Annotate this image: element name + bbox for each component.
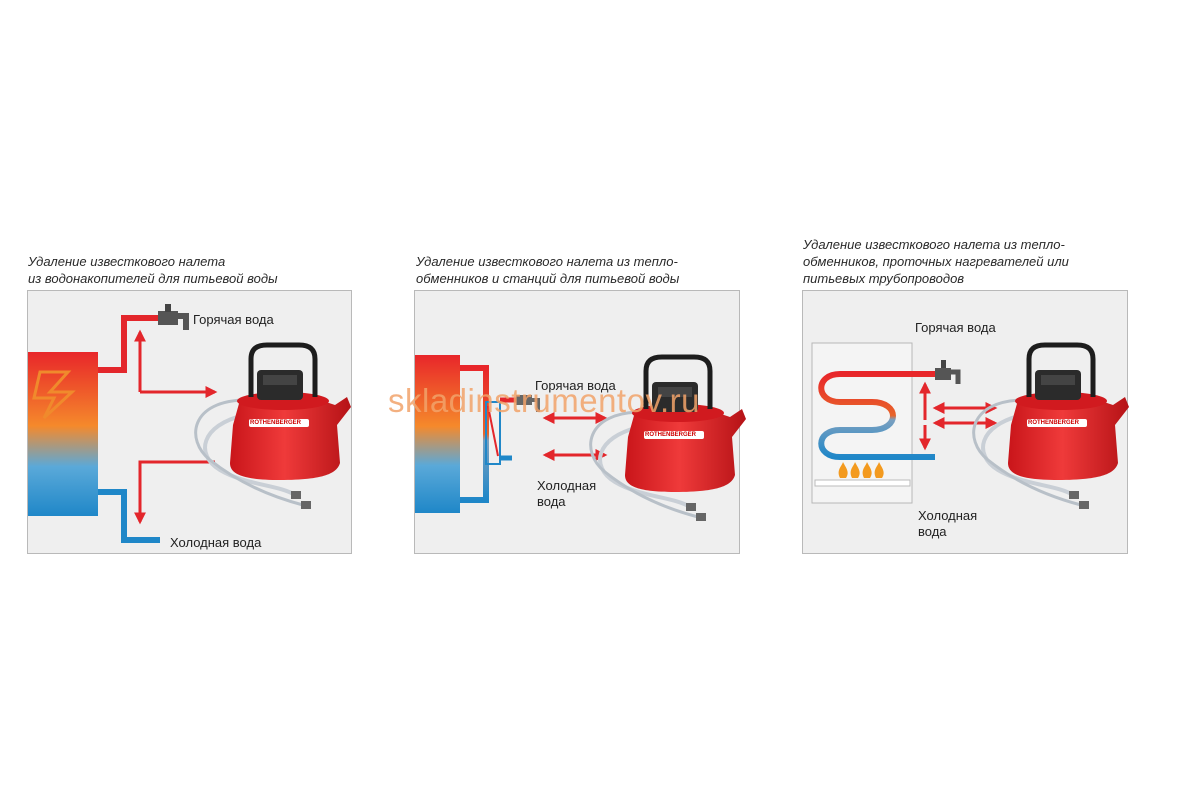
panel-2-drawing <box>415 355 746 521</box>
panel-1-hot-label: Горячая вода <box>193 312 274 327</box>
panel-3-cold-label: Холодная вода <box>918 508 978 539</box>
water-tank <box>415 355 460 513</box>
panel-2-cold-label: Холодная вода <box>537 478 597 509</box>
pump-brand-1: ROTHENBERGER <box>250 420 302 426</box>
panel-3-caption: Удаление известкового налета из тепло- о… <box>803 237 1069 286</box>
faucet-icon <box>935 360 961 384</box>
burner-flames <box>838 462 884 478</box>
panel-1-caption: Удаление известкового налета из водонако… <box>28 254 278 286</box>
heat-exchanger <box>485 401 501 465</box>
panel-1-cold-label: Холодная вода <box>170 535 262 550</box>
faucet-icon <box>516 395 540 412</box>
heater-icon <box>32 370 76 420</box>
panel-3-drawing <box>811 342 1129 509</box>
panel-3-hot-label: Горячая вода <box>915 320 996 335</box>
pump-unit <box>974 345 1129 509</box>
panel-1-drawing <box>28 304 351 543</box>
pump-brand-2: ROTHENBERGER <box>645 432 697 438</box>
heating-coil <box>818 371 935 460</box>
heater-box <box>811 342 913 504</box>
faucet-icon <box>158 304 189 330</box>
panel-2-hot-label: Горячая вода <box>535 378 616 393</box>
pump-unit <box>196 345 351 509</box>
pump-brand-3: ROTHENBERGER <box>1028 420 1080 426</box>
panel-2-caption: Удаление известкового налета из тепло- о… <box>416 254 680 286</box>
